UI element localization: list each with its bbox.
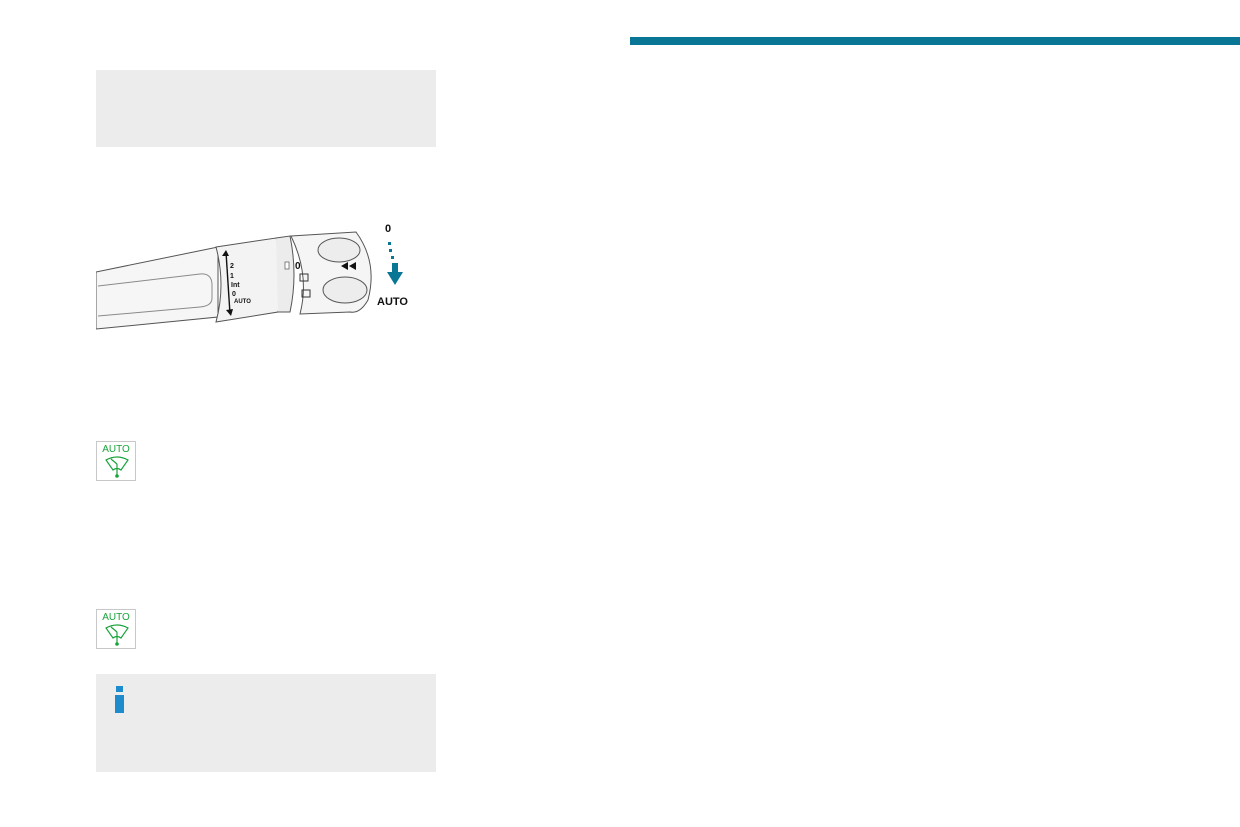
svg-text:Int: Int <box>231 282 240 289</box>
top-note-panel <box>96 70 436 147</box>
arrow-end-label: AUTO <box>377 296 408 308</box>
svg-text:AUTO: AUTO <box>234 299 251 305</box>
svg-text:0: 0 <box>232 291 236 298</box>
info-note-panel <box>96 674 436 772</box>
auto-wiper-badge: AUTO <box>96 609 136 649</box>
wiper-stalk-illustration: 2 1 Int 0 AUTO 0 0 AUTO <box>96 223 408 330</box>
section-header-rule <box>630 37 1240 45</box>
info-icon-bar <box>115 695 124 713</box>
arrow-start-label: 0 <box>385 223 391 235</box>
badge-label: AUTO <box>102 444 130 455</box>
auto-wiper-icon <box>105 624 129 646</box>
auto-wiper-badge: AUTO <box>96 441 136 481</box>
info-icon <box>113 686 127 714</box>
stalk-position-labels: 2 1 Int 0 AUTO <box>230 263 251 305</box>
rotation-arrow <box>387 242 403 285</box>
svg-text:2: 2 <box>230 263 234 270</box>
badge-label: AUTO <box>102 612 130 623</box>
ring-position-label: 0 <box>295 261 301 272</box>
svg-text:1: 1 <box>230 273 234 280</box>
auto-wiper-icon <box>105 456 129 478</box>
info-icon-dot <box>116 686 123 692</box>
